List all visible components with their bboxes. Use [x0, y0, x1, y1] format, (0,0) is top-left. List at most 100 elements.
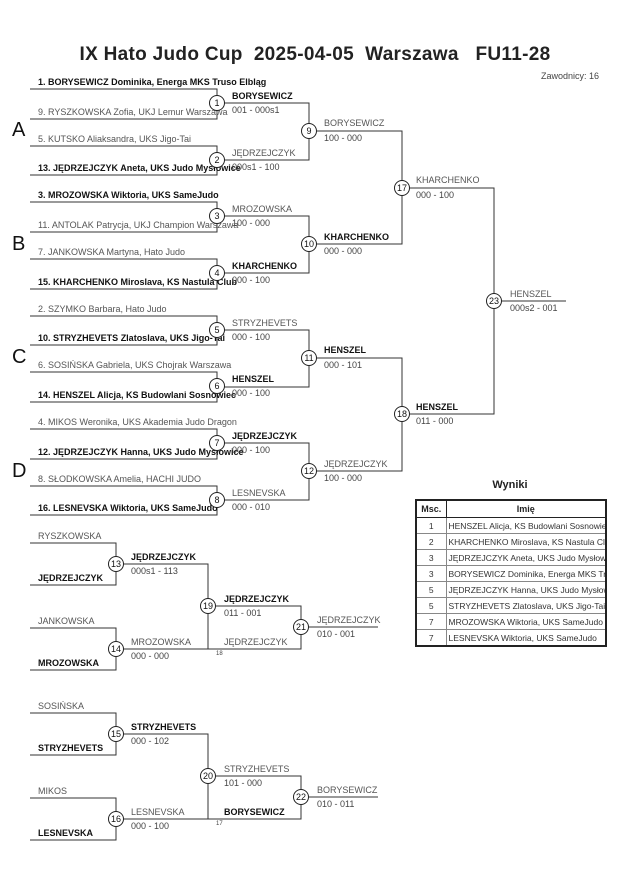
match-number-4: 4: [209, 265, 225, 281]
match-8-winner: LESNEVSKA: [232, 488, 286, 498]
match-11-winner: HENSZEL: [324, 345, 367, 355]
match-number-16: 16: [108, 811, 124, 827]
match-7-score: 000 - 100: [232, 445, 271, 455]
group-label-b: B: [12, 233, 26, 255]
rep1-top2: JANKOWSKA: [38, 616, 95, 626]
match-22-winner: BORYSEWICZ: [317, 785, 378, 795]
match-23-winner: HENSZEL: [510, 289, 552, 299]
entry-11: 11. ANTOLAK Patrycja, UKJ Champion Warsz…: [38, 220, 239, 230]
rep1-top: RYSZKOWSKA: [38, 531, 102, 541]
place-cell: 7: [415, 613, 447, 630]
name-cell: KHARCHENKO Miroslava, KS Nastula Club: [445, 533, 607, 550]
match-number-5: 5: [209, 322, 225, 338]
entry-15: 15. KHARCHENKO Miroslava, KS Nastula Clu…: [38, 277, 238, 287]
match-4-winner: KHARCHENKO: [232, 261, 297, 271]
match-7-winner: JĘDRZEJCZYK: [232, 431, 298, 441]
match-5-winner: STRYZHEVETS: [232, 318, 298, 328]
entry-3: 3. MROZOWSKA Wiktoria, UKS SameJudo: [38, 190, 219, 200]
place-cell: 5: [415, 597, 447, 614]
group-label-c: C: [12, 346, 27, 368]
match-16-score: 000 - 100: [131, 821, 170, 831]
rep1-bottom: JĘDRZEJCZYK: [38, 573, 104, 583]
rep2-bottom2: LESNEVSKA: [38, 828, 94, 838]
match-number-23: 23: [486, 293, 502, 309]
match-number-8: 8: [209, 492, 225, 508]
rep2-top: SOSIŃSKA: [38, 701, 85, 711]
match-9-winner: BORYSEWICZ: [324, 118, 385, 128]
match-number-22: 22: [293, 789, 309, 805]
match-12-winner: JĘDRZEJCZYK: [324, 459, 388, 469]
match-number-18: 18: [394, 406, 410, 422]
entry-16: 16. LESNEVSKA Wiktoria, UKS SameJudo: [38, 503, 218, 513]
results-header-row: Msc. Imię: [415, 499, 607, 518]
rep2-from-semi: BORYSEWICZ: [224, 807, 285, 817]
match-number-2: 2: [209, 152, 225, 168]
match-number-19: 19: [200, 598, 216, 614]
match-number-3: 3: [209, 208, 225, 224]
match-number-14: 14: [108, 641, 124, 657]
match-18-winner: HENSZEL: [416, 402, 459, 412]
results-caption: Wyniki: [492, 479, 528, 491]
match-2-winner: JĘDRZEJCZYK: [232, 148, 296, 158]
rep2-from-ref: 17: [216, 821, 223, 827]
match-21-score: 010 - 001: [317, 629, 356, 639]
match-11-score: 000 - 101: [324, 360, 363, 370]
rep1-from-semi: JĘDRZEJCZYK: [224, 637, 288, 647]
match-18-score: 011 - 000: [416, 416, 454, 426]
name-cell: JĘDRZEJCZYK Hanna, UKS Judo Mysłowice: [445, 581, 607, 598]
entry-13: 13. JĘDRZEJCZYK Aneta, UKS Judo Mysłowic…: [38, 163, 241, 173]
match-1-score: 001 - 000s1: [232, 105, 280, 115]
name-cell: JĘDRZEJCZYK Aneta, UKS Judo Mysłowice: [445, 549, 607, 566]
match-17-winner: KHARCHENKO: [416, 175, 480, 185]
match-20-score: 101 - 000: [224, 778, 263, 788]
match-15-score: 000 - 102: [131, 736, 170, 746]
match-number-15: 15: [108, 726, 124, 742]
match-number-12: 12: [301, 463, 317, 479]
entry-12: 12. JĘDRZEJCZYK Hanna, UKS Judo Mysłowic…: [38, 447, 244, 457]
name-cell: BORYSEWICZ Dominika, Energa MKS Truso: [445, 565, 607, 582]
match-number-7: 7: [209, 435, 225, 451]
match-14-score: 000 - 000: [131, 651, 170, 661]
match-number-6: 6: [209, 378, 225, 394]
match-12-score: 100 - 000: [324, 473, 363, 483]
place-cell: 2: [415, 533, 447, 550]
match-10-winner: KHARCHENKO: [324, 232, 389, 242]
results-col-place: Msc.: [415, 499, 447, 518]
place-cell: 1: [415, 517, 447, 534]
name-cell: MROZOWSKA Wiktoria, UKS SameJudo: [445, 613, 607, 630]
match-22-score: 010 - 011: [317, 799, 355, 809]
match-6-winner: HENSZEL: [232, 374, 275, 384]
entry-1: 1. BORYSEWICZ Dominika, Energa MKS Truso…: [38, 77, 267, 87]
match-8-score: 000 - 010: [232, 502, 271, 512]
rep1-from-ref: 18: [216, 651, 223, 657]
entry-8: 8. SŁODKOWSKA Amelia, HACHI JUDO: [38, 474, 202, 484]
name-cell: HENSZEL Alicja, KS Budowlani Sosnowiec: [445, 517, 607, 534]
match-number-1: 1: [209, 95, 225, 111]
name-cell: LESNEVSKA Wiktoria, UKS SameJudo: [445, 629, 607, 647]
match-number-10: 10: [301, 236, 317, 252]
rep2-bottom: STRYZHEVETS: [38, 743, 104, 753]
match-20-winner: STRYZHEVETS: [224, 764, 290, 774]
match-number-13: 13: [108, 556, 124, 572]
match-1-winner: BORYSEWICZ: [232, 91, 293, 101]
entry-10: 10. STRYZHEVETS Zlatoslava, UKS Jigo-Tai: [38, 333, 226, 343]
match-15-winner: STRYZHEVETS: [131, 722, 197, 732]
match-23-score: 000s2 - 001: [510, 303, 558, 313]
place-cell: 5: [415, 581, 447, 598]
match-3-score: 100 - 000: [232, 218, 271, 228]
entry-9: 9. RYSZKOWSKA Zofia, UKJ Lemur Warszawa: [38, 107, 228, 117]
results-col-name: Imię: [445, 499, 607, 518]
entry-4: 4. MIKOS Weronika, UKS Akademia Judo Dra…: [38, 417, 237, 427]
rep1-bottom2: MROZOWSKA: [38, 658, 99, 668]
place-cell: 3: [415, 549, 447, 566]
match-number-9: 9: [301, 123, 317, 139]
match-2-score: 000s1 - 100: [232, 162, 280, 172]
